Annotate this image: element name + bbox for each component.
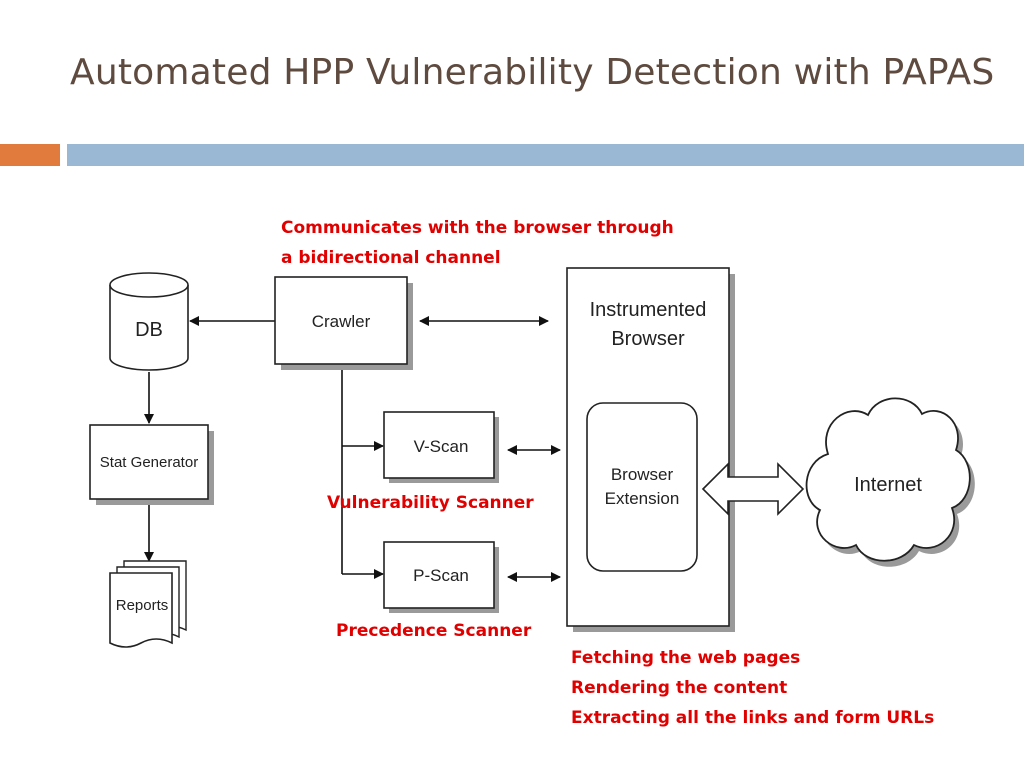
browser-internet-double-arrow — [701, 462, 805, 516]
browser-annotation-line3: Extracting all the links and form URLs — [571, 708, 935, 728]
vscan-label: V-Scan — [414, 437, 469, 456]
browser-title-line2: Browser — [611, 328, 685, 350]
extension-line1: Browser — [611, 465, 674, 484]
channel-annotation: Communicates with the browser through a … — [281, 213, 674, 273]
vscan-node: V-Scan — [383, 411, 499, 483]
stat-generator-node: Stat Generator — [89, 424, 214, 505]
db-node: DB — [109, 272, 189, 371]
extension-line2: Extension — [605, 489, 680, 508]
channel-annotation-line2: a bidirectional channel — [281, 248, 501, 268]
pscan-annotation: Precedence Scanner — [336, 621, 532, 641]
vscan-annotation: Vulnerability Scanner — [327, 493, 534, 513]
browser-annotation: Fetching the web pages Rendering the con… — [571, 643, 934, 733]
stat-generator-label: Stat Generator — [100, 454, 198, 471]
db-label: DB — [135, 319, 163, 341]
internet-label: Internet — [854, 474, 922, 496]
pscan-label: P-Scan — [413, 566, 469, 585]
title-accent-blue-bar — [67, 144, 1024, 166]
crawler-label: Crawler — [312, 312, 371, 331]
browser-extension-node: Browser Extension — [586, 402, 698, 572]
browser-annotation-line2: Rendering the content — [571, 678, 788, 698]
reports-label: Reports — [116, 597, 169, 614]
title-accent-orange-bar — [0, 144, 60, 166]
browser-annotation-line1: Fetching the web pages — [571, 648, 801, 668]
reports-node: Reports — [109, 560, 187, 648]
channel-annotation-line1: Communicates with the browser through — [281, 218, 674, 238]
internet-cloud-node: Internet — [805, 397, 975, 567]
crawler-node: Crawler — [274, 276, 413, 370]
slide-title: Automated HPP Vulnerability Detection wi… — [70, 52, 995, 93]
pscan-node: P-Scan — [383, 541, 499, 613]
browser-title-line1: Instrumented — [590, 299, 707, 321]
